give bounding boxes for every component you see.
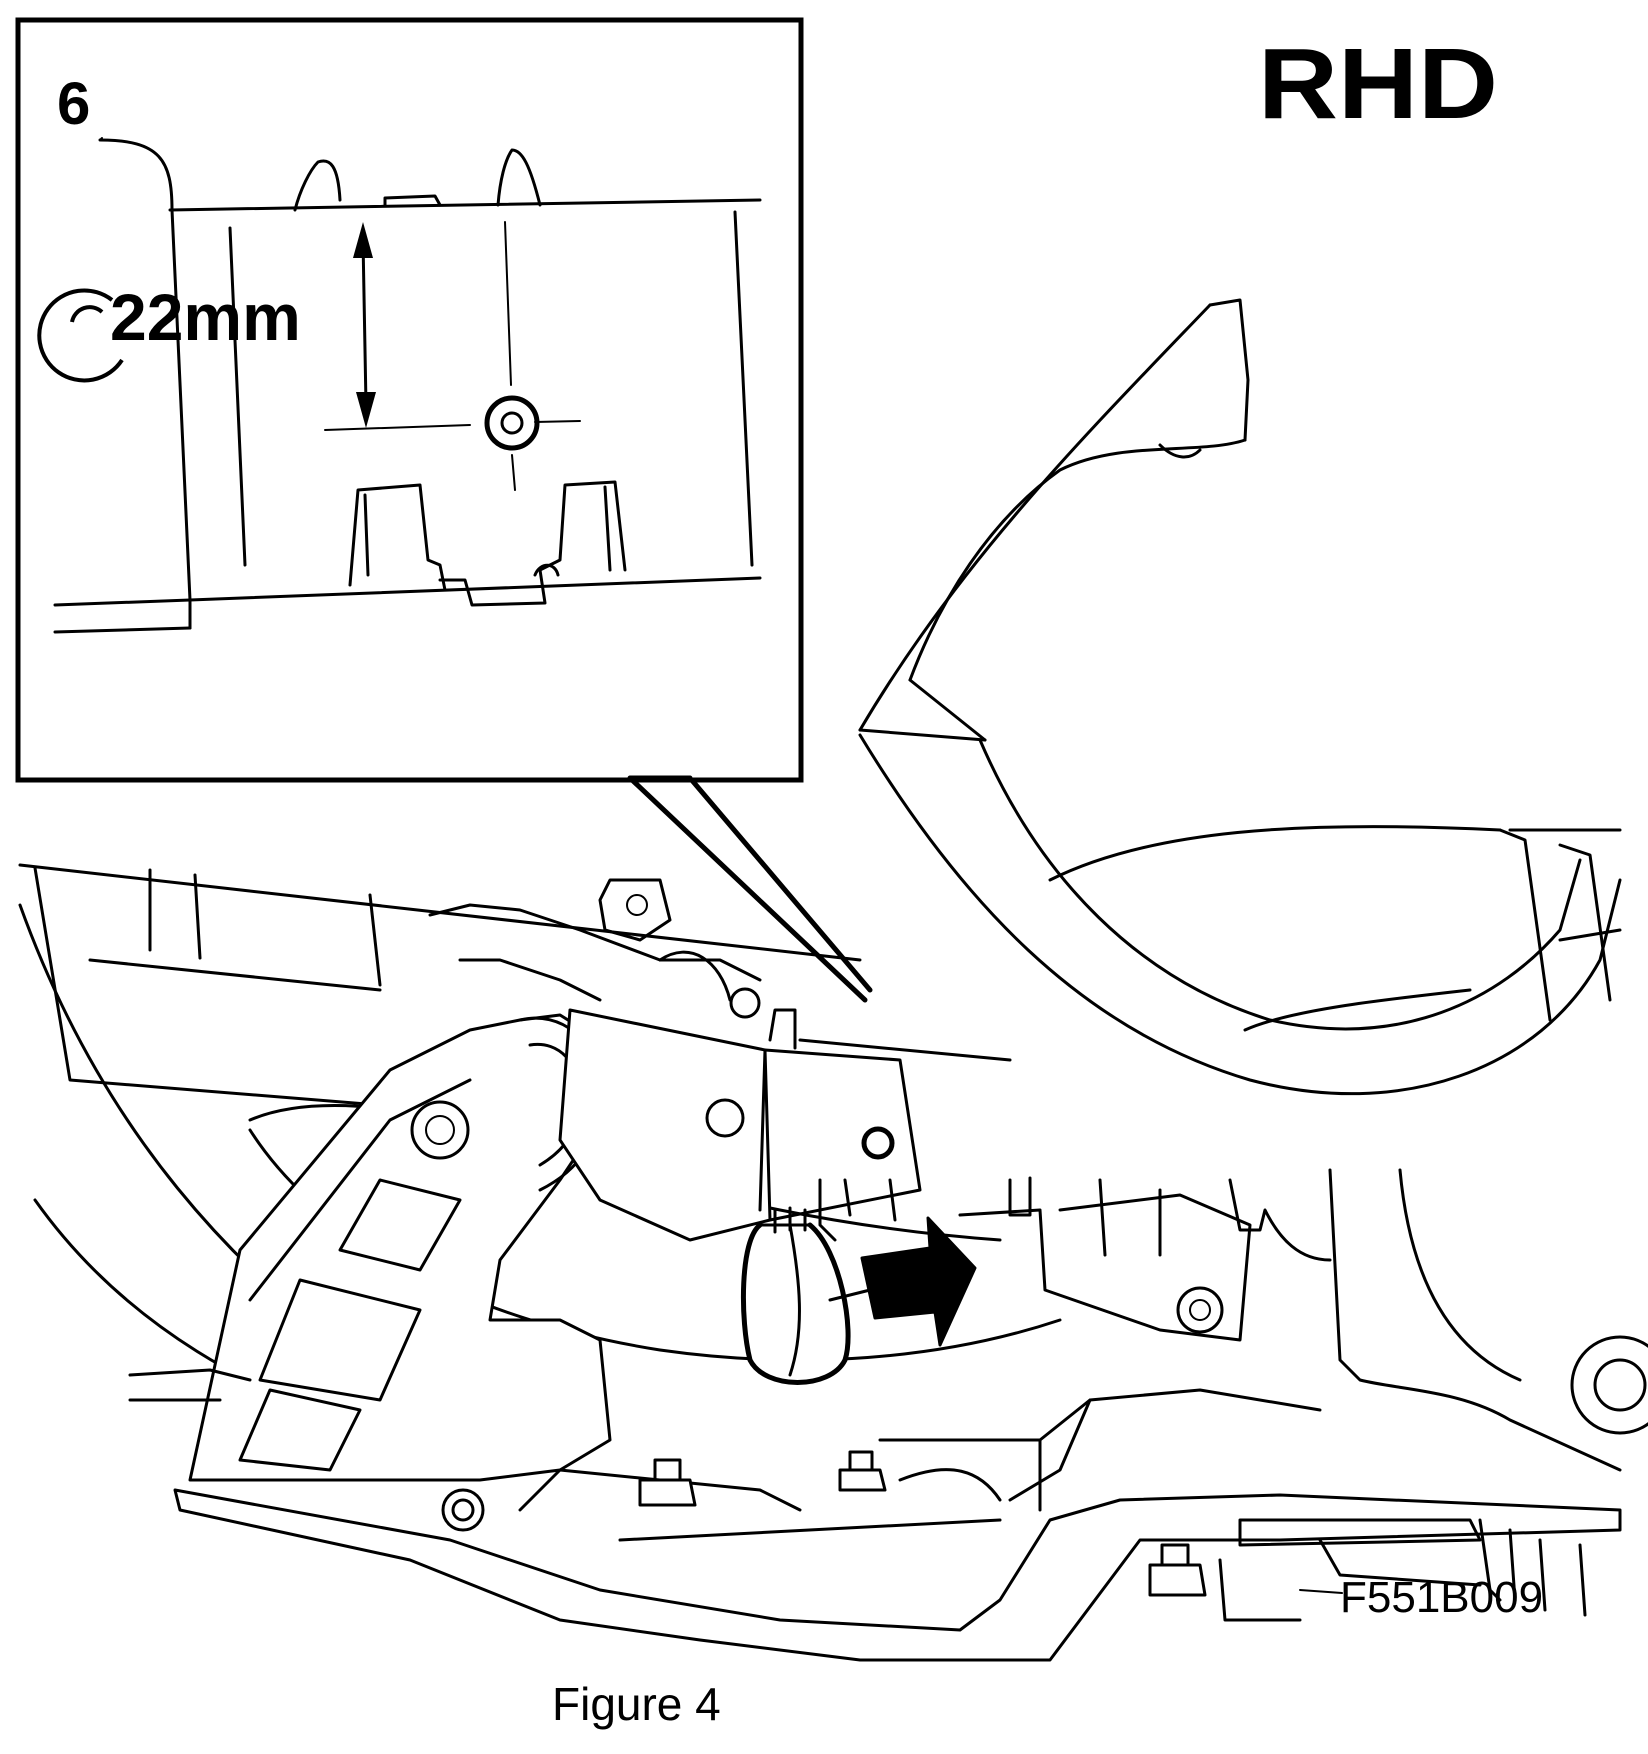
- double-headed-arrow-icon: [353, 222, 376, 428]
- open-circle-reference-icon: [37, 288, 124, 383]
- dimension-label: 22mm: [110, 280, 301, 354]
- bolt-icon: [1148, 1543, 1207, 1597]
- part-code-label: F551B009: [1340, 1573, 1543, 1622]
- variant-label: RHD: [1258, 28, 1498, 140]
- detail-inset-frame: [15, 17, 804, 783]
- figure-caption: Figure 4: [552, 1678, 721, 1730]
- item-number-label: 6: [57, 70, 90, 137]
- detail-inset: [15, 17, 873, 1003]
- bolt-icon: [638, 1458, 697, 1507]
- bolt-icon: [838, 1450, 887, 1492]
- bolt-icon: [441, 1488, 485, 1532]
- direction-arrow-icon: [860, 1216, 977, 1347]
- main-assembly-drawing: [18, 298, 1648, 1662]
